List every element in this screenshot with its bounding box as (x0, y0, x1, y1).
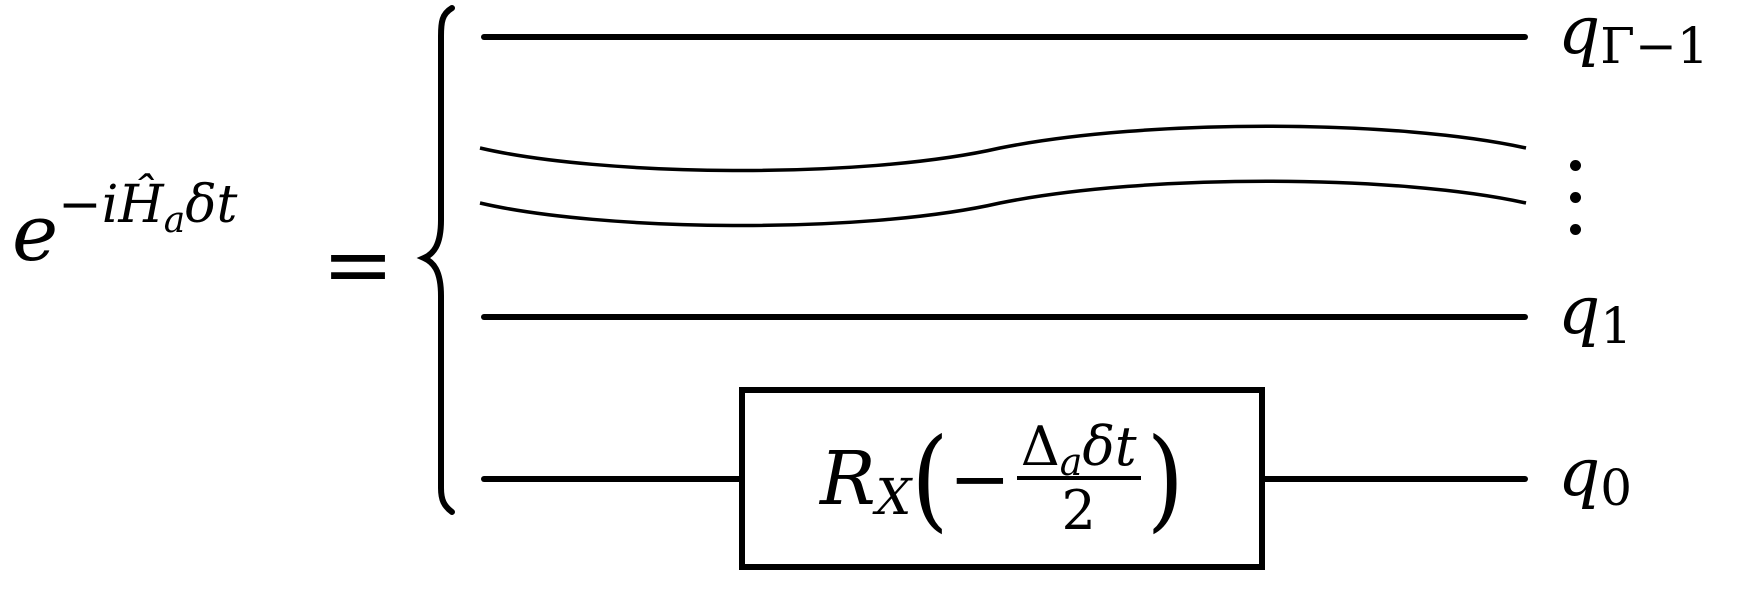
left-brace (416, 5, 455, 515)
lhs-base: e (12, 189, 59, 279)
qubit-label-top: qΓ−1 (1558, 0, 1709, 71)
exponent-prefix: −i (58, 175, 119, 235)
gate-fraction: Δaδt 2 (1016, 419, 1141, 542)
vertical-ellipsis (1570, 160, 1590, 256)
qubit-label-q0: q0 (1558, 440, 1632, 514)
delta-subscript: a (1059, 439, 1083, 484)
wire-break-lower (479, 179, 1527, 228)
qubit-subscript: 1 (1600, 297, 1633, 355)
wire-break-upper (479, 124, 1527, 173)
gate-minus: − (948, 435, 1011, 522)
qubit-symbol: q (1558, 272, 1601, 349)
ellipsis-dot (1570, 160, 1581, 171)
lhs-expression: e−iĤaδt (12, 179, 237, 273)
fraction-numerator: Δaδt (1016, 419, 1141, 481)
exponent-suffix: δt (185, 175, 238, 235)
ellipsis-dot (1570, 192, 1581, 203)
ellipsis-dot (1570, 224, 1581, 235)
gate-open-paren: ( (911, 414, 949, 543)
hamiltonian-operator: Ĥ (118, 175, 164, 235)
delta-symbol: Δ (1020, 414, 1060, 478)
equals-sign: = (322, 215, 395, 315)
gate-name-subscript: X (875, 467, 912, 526)
gate-name: R (819, 435, 876, 522)
qubit-label-q1: q1 (1558, 278, 1632, 352)
hamiltonian-subscript: a (163, 200, 186, 241)
numerator-suffix: δt (1082, 414, 1137, 478)
qubit-symbol: q (1558, 0, 1601, 69)
qubit-subscript: 0 (1600, 459, 1633, 517)
gate-close-paren: ) (1146, 414, 1185, 543)
fraction-denominator: 2 (1061, 478, 1096, 542)
lhs-exponent: −iĤaδt (58, 175, 238, 239)
qubit-symbol: q (1558, 434, 1601, 511)
qubit-subscript: Γ−1 (1600, 17, 1709, 75)
